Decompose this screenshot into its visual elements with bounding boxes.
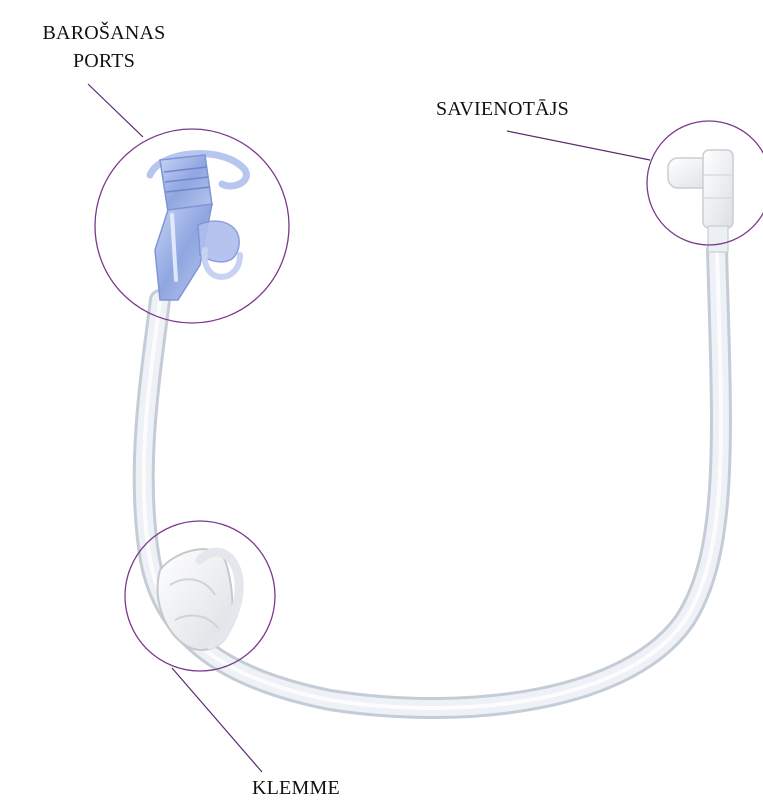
tube (144, 250, 721, 708)
clamp-label: KLEMME (252, 778, 340, 798)
feeding-port-label: BAROŠANAS PORTS (10, 19, 198, 75)
feeding-port-label-line1: BAROŠANAS (10, 19, 198, 47)
clamp (158, 549, 240, 650)
connector-label: SAVIENOTĀJS (436, 99, 569, 119)
feeding-port-leader-line (88, 84, 143, 137)
feeding-port (150, 154, 246, 300)
feeding-port-label-line2: PORTS (10, 47, 198, 75)
connector-leader-line (507, 131, 650, 160)
